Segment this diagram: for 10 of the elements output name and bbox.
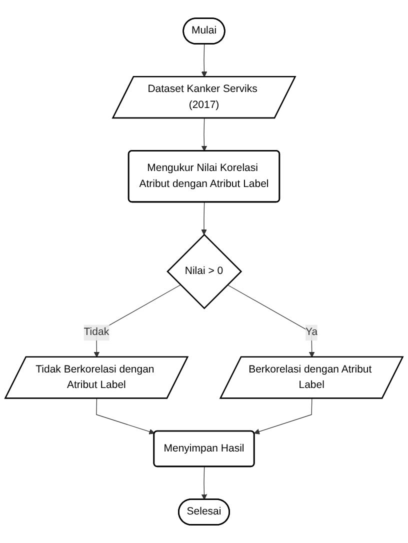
arrow bbox=[227, 284, 315, 358]
arrow bbox=[201, 44, 208, 78]
arrow bbox=[201, 202, 207, 235]
arrow bbox=[201, 118, 208, 152]
edge-label: Ya bbox=[306, 326, 318, 338]
node-diamond: Nilai > 0 bbox=[166, 234, 242, 310]
edge-label: Tidak bbox=[84, 326, 110, 338]
arrow bbox=[254, 398, 312, 434]
arrow bbox=[96, 398, 155, 434]
arrow bbox=[201, 466, 208, 500]
